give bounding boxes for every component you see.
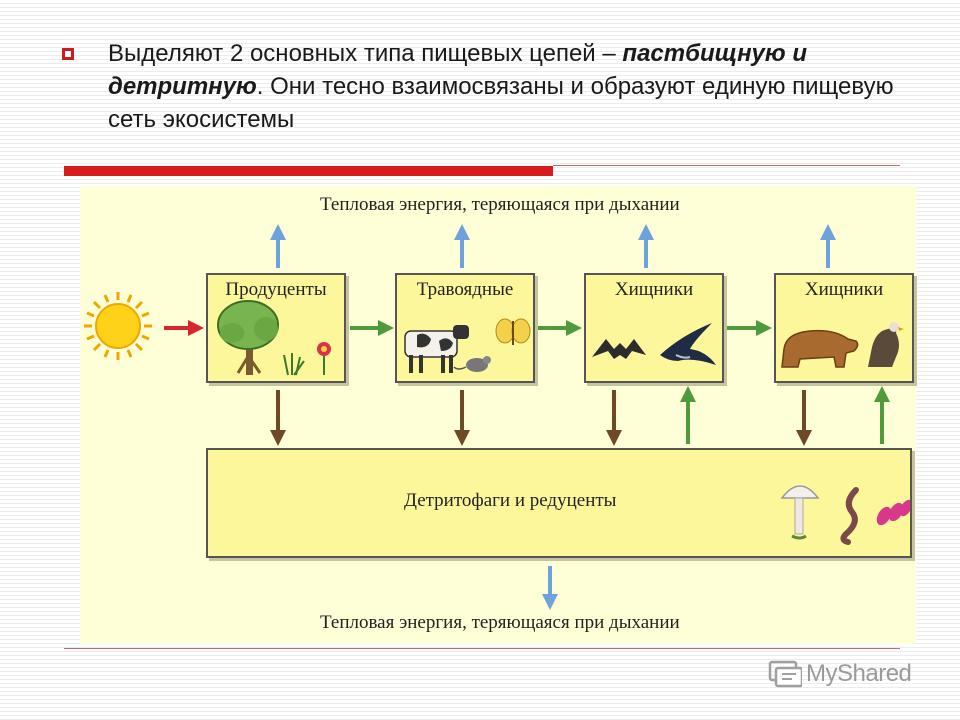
predators-title-1: Хищники [614,279,694,300]
divider-red-bar [64,166,553,176]
herbivores-box: Травоядные [395,273,535,383]
bullet-square [62,48,74,60]
butterfly-icon [495,318,531,345]
cow-icon [404,325,469,373]
bottom-divider [64,648,900,649]
divider-thin-line [553,165,900,166]
heading-part2: . Они тесно взаимосвязаны и образуют еди… [108,73,894,133]
predators-title-2: Хищники [804,279,884,300]
producers-title: Продуценты [225,279,327,300]
bat-icon [592,339,646,359]
watermark: MyShared [768,656,912,692]
herbivores-title: Травоядные [416,279,514,300]
eagle-icon [868,322,904,367]
top-energy-label: Тепловая энергия, теряющаяся при дыхании [320,194,680,215]
predators-box-2: Хищники [774,273,914,383]
predators-box-1: Хищники [584,273,724,383]
detritivores-box: Детритофаги и редуценты [206,448,912,558]
detritivores-label: Детритофаги и редуценты [404,490,617,511]
bear-icon [781,329,859,368]
worm-icon [840,487,859,545]
heading-text: Выделяют 2 основных типа пищевых цепей –… [108,37,908,136]
heading-part1: Выделяют 2 основных типа пищевых цепей – [108,40,623,67]
heading-emphasis: пастбищную и детритную [108,40,807,100]
flower-icon [317,342,331,375]
sun-icon [84,292,152,360]
food-chain-diagram: Тепловая энергия, теряющаяся при дыхании… [80,186,916,644]
diagram-arrows [84,224,890,610]
grass-icon [283,353,305,376]
producers-box: Продуценты [206,273,346,383]
myshared-logo-icon [768,660,802,688]
mushroom-icon [780,485,820,540]
larvae-icon [876,499,910,526]
tree-icon [217,300,279,375]
watermark-text: MyShared [806,660,912,687]
mouse-icon [453,356,491,372]
swallow-icon [660,323,716,365]
bottom-energy-label: Тепловая энергия, теряющаяся при дыхании [320,612,680,633]
